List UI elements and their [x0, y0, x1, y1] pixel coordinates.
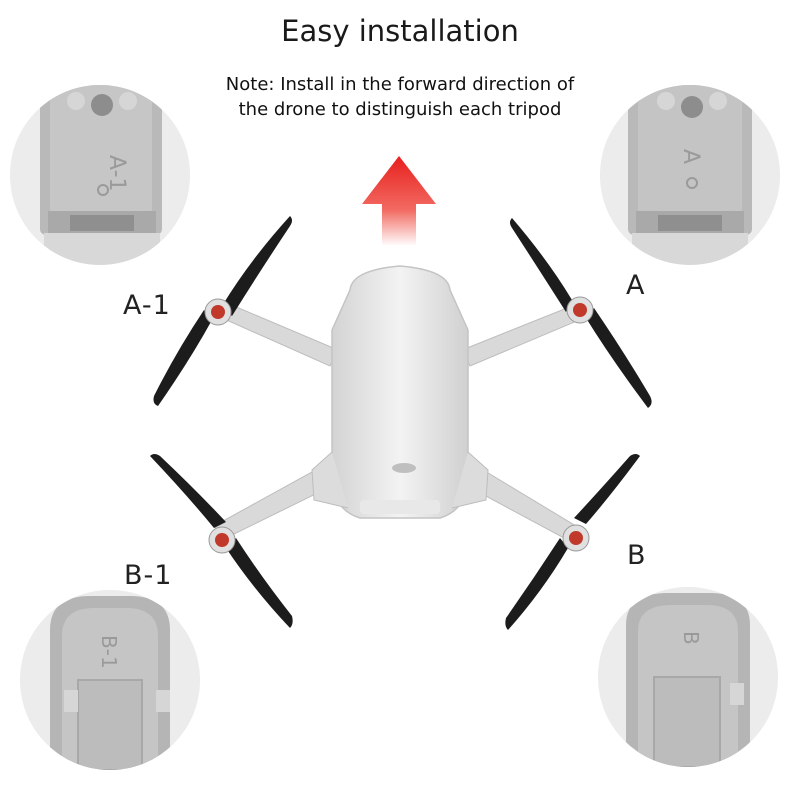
drone-body: [311, 265, 489, 519]
closeup-a-tripod: A: [600, 85, 780, 265]
closeup-b1-tripod: B-1: [20, 590, 200, 770]
label-rear-right: B: [627, 540, 647, 571]
closeup-a-text: A: [678, 149, 703, 164]
arrow-up-icon: [362, 156, 436, 246]
propeller-rear-left: [150, 454, 293, 628]
installation-note: Note: Install in the forward direction o…: [180, 72, 620, 122]
label-front-right: A: [626, 270, 646, 301]
note-line-1: Note: Install in the forward direction o…: [225, 74, 575, 95]
closeup-b1-text: B-1: [97, 635, 121, 669]
page-title: Easy installation: [281, 14, 519, 48]
propeller-rear-right: [505, 454, 640, 630]
propeller-front-left: [153, 216, 292, 406]
note-line-2: the drone to distinguish each tripod: [238, 99, 562, 120]
label-rear-left: B-1: [124, 560, 173, 591]
propeller-front-right: [510, 218, 652, 408]
closeup-a1-text: A-1: [104, 155, 129, 192]
label-front-left: A-1: [123, 290, 171, 321]
closeup-b-tripod: B: [598, 587, 778, 767]
closeup-a1-tripod: A-1: [10, 85, 190, 265]
closeup-b-text: B: [679, 631, 703, 645]
